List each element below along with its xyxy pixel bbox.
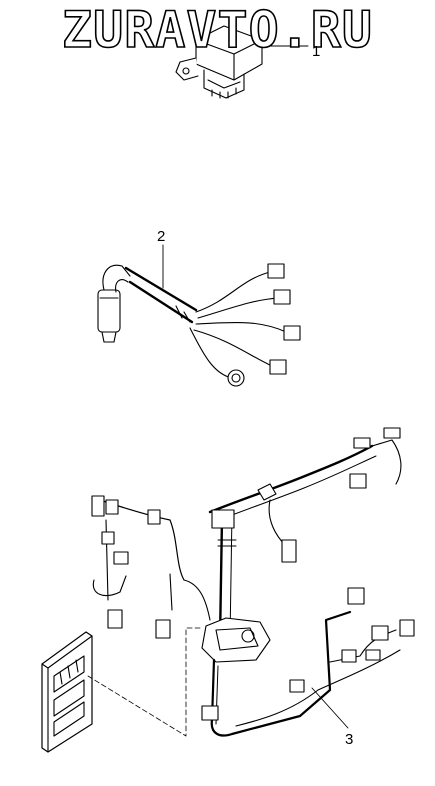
watermark-text: ZURAVTO.RU <box>61 1 374 59</box>
engine-harness <box>41 427 415 753</box>
callout-1: 1 <box>312 43 321 60</box>
relay-module <box>175 25 309 99</box>
sensor-harness <box>97 244 301 387</box>
callout-3: 3 <box>345 731 354 748</box>
callout-2: 2 <box>157 228 166 245</box>
